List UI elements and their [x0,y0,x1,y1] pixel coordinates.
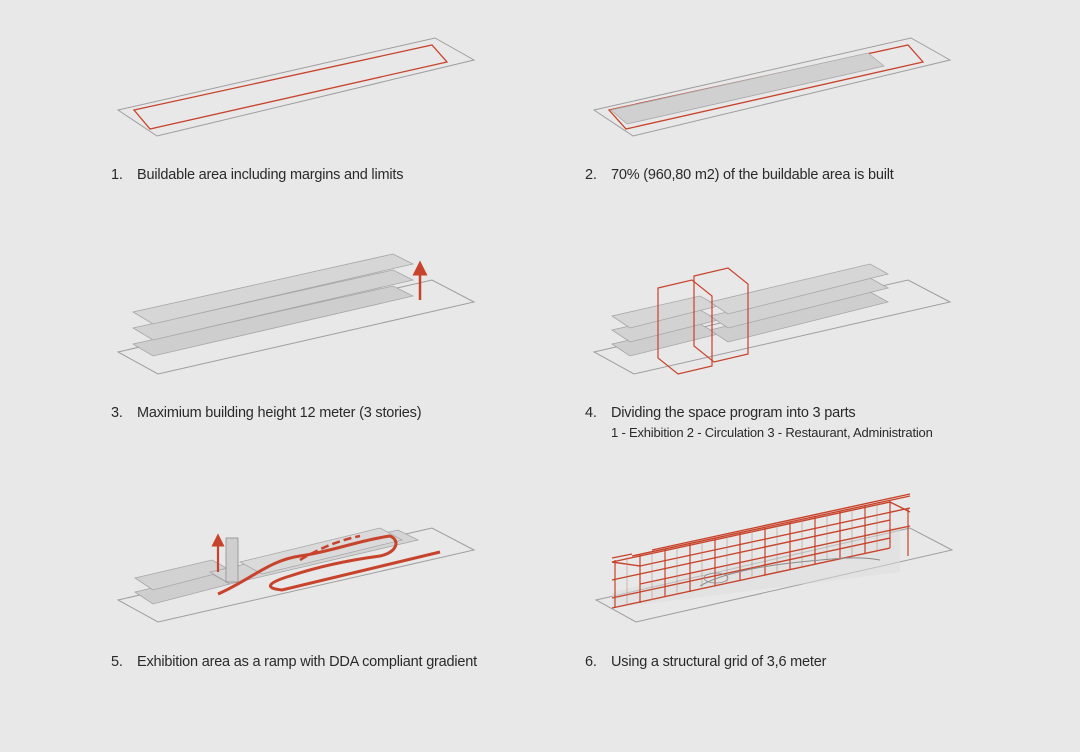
caption-5-number: 5. [111,654,123,670]
caption-2: 2. 70% (960,80 m2) of the buildable area … [585,167,894,183]
caption-4: 4. Dividing the space program into 3 part… [585,405,856,421]
caption-5: 5. Exhibition area as a ramp with DDA com… [111,654,477,670]
diagram-1-buildable-area [116,37,476,137]
caption-5-text: Exhibition area as a ramp with DDA compl… [137,654,477,670]
caption-4-number: 4. [585,405,597,421]
diagram-2-built-area [592,37,952,137]
diagram-6-structural-grid [594,493,954,623]
diagram-5-exhibition-ramp [116,527,476,623]
caption-6-number: 6. [585,654,597,670]
caption-3-number: 3. [111,405,123,421]
caption-1-text: Buildable area including margins and lim… [137,167,404,183]
caption-3: 3. Maximium building height 12 meter (3 s… [111,405,422,421]
caption-6: 6. Using a structural grid of 3,6 meter [585,654,826,670]
caption-4-subtext: 1 - Exhibition 2 - Circulation 3 - Resta… [611,425,933,440]
diagram-4-program-division [592,263,952,375]
diagram-3-building-height [116,253,476,375]
caption-3-text: Maximium building height 12 meter (3 sto… [137,405,422,421]
caption-2-number: 2. [585,167,597,183]
caption-6-text: Using a structural grid of 3,6 meter [611,654,827,670]
caption-1-number: 1. [111,167,123,183]
caption-1: 1. Buildable area including margins and l… [111,167,403,183]
caption-4-text: Dividing the space program into 3 parts [611,405,856,421]
caption-2-text: 70% (960,80 m2) of the buildable area is… [611,167,894,183]
